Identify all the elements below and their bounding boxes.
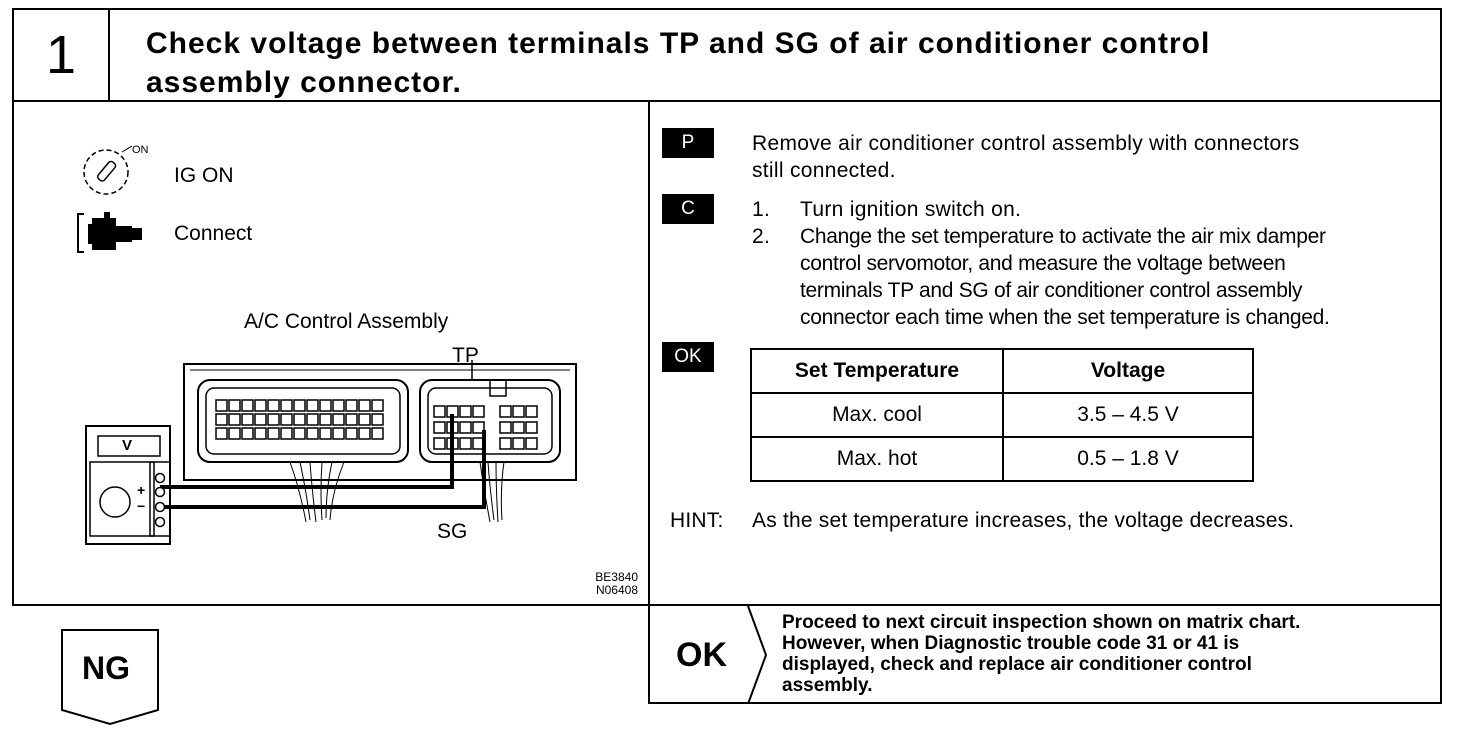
connector-diagram bbox=[85, 360, 577, 545]
hint-text: As the set temperature increases, the vo… bbox=[752, 509, 1295, 532]
table-cell-temperature: Max. hot bbox=[750, 436, 1004, 482]
header-set-temperature: Set Temperature bbox=[750, 348, 1004, 394]
table-row: Max. cool 3.5 – 4.5 V bbox=[750, 392, 1254, 438]
preparation-text: Remove air conditioner control assembly … bbox=[752, 130, 1432, 184]
step-body bbox=[12, 102, 1442, 606]
ok-result-line-1: Proceed to next circuit inspection shown… bbox=[782, 612, 1301, 633]
ignition-label: IG ON bbox=[174, 164, 234, 187]
figure-code-2: N06408 bbox=[595, 583, 638, 597]
step-header: 1 Check voltage between terminals TP and… bbox=[12, 8, 1442, 102]
check-step-1: 1. Turn ignition switch on. bbox=[752, 196, 1432, 223]
header-voltage: Voltage bbox=[1002, 348, 1254, 394]
ok-result-line-3: displayed, check and replace air conditi… bbox=[782, 654, 1252, 675]
check-step-2-line-3: terminals TP and SG of air conditioner c… bbox=[800, 279, 1303, 302]
ok-result-arrow bbox=[747, 606, 768, 704]
ng-result-arrow-box bbox=[61, 629, 159, 726]
connector-icon bbox=[77, 212, 142, 253]
check-step-2: 2. Change the set temperature to activat… bbox=[752, 223, 1432, 331]
step-title: Check voltage between terminals TP and S… bbox=[146, 24, 1406, 102]
ok-tag: OK bbox=[662, 342, 714, 372]
ok-result-label: OK bbox=[676, 636, 727, 674]
table-cell-temperature: Max. cool bbox=[750, 392, 1004, 438]
preparation-line-1: Remove air conditioner control assembly … bbox=[752, 132, 1300, 155]
panel-divider bbox=[648, 102, 650, 606]
connect-label: Connect bbox=[174, 222, 253, 245]
figure-code-1: BE3840 bbox=[595, 570, 638, 584]
preparation-tag: P bbox=[662, 128, 714, 158]
check-step-1-text: Turn ignition switch on. bbox=[800, 198, 1022, 221]
meter-plus-label: + bbox=[137, 482, 146, 498]
meter-minus-label: − bbox=[137, 498, 146, 514]
table-cell-voltage: 3.5 – 4.5 V bbox=[1002, 392, 1254, 438]
voltage-table: Set Temperature Voltage Max. cool 3.5 – … bbox=[750, 348, 1254, 482]
ng-result-label: NG bbox=[82, 650, 130, 686]
ok-result-line-2: However, when Diagnostic trouble code 31… bbox=[782, 633, 1240, 654]
check-step-2-num: 2. bbox=[752, 225, 771, 248]
figure-code: BE3840 N06408 bbox=[560, 571, 638, 597]
ignition-key-icon bbox=[83, 145, 133, 195]
ok-result-text: Proceed to next circuit inspection shown… bbox=[782, 612, 1442, 696]
ok-result-line-4: assembly. bbox=[782, 675, 873, 696]
check-step-1-num: 1. bbox=[752, 198, 771, 221]
preparation-line-2: still connected. bbox=[752, 159, 896, 182]
sg-terminal-label: SG bbox=[437, 520, 468, 543]
step-title-line-1: Check voltage between terminals TP and S… bbox=[146, 27, 1211, 60]
voltage-table-header: Set Temperature Voltage bbox=[750, 348, 1254, 394]
check-step-2-line-1: Change the set temperature to activate t… bbox=[800, 225, 1326, 248]
check-steps: 1. Turn ignition switch on. 2. Change th… bbox=[752, 196, 1432, 331]
table-cell-voltage: 0.5 – 1.8 V bbox=[1002, 436, 1254, 482]
ok-result-box: OK Proceed to next circuit inspection sh… bbox=[648, 606, 1442, 704]
step-number: 1 bbox=[14, 10, 110, 100]
assembly-label: A/C Control Assembly bbox=[244, 310, 449, 333]
check-step-2-line-4: connector each time when the set tempera… bbox=[800, 306, 1330, 329]
ignition-on-small-label: ON bbox=[132, 144, 149, 156]
step-title-line-2: assembly connector. bbox=[146, 66, 462, 99]
check-step-2-line-2: control servomotor, and measure the volt… bbox=[800, 252, 1286, 275]
check-step-2-text: Change the set temperature to activate t… bbox=[800, 223, 1330, 331]
check-tag: C bbox=[662, 194, 714, 224]
table-row: Max. hot 0.5 – 1.8 V bbox=[750, 436, 1254, 482]
hint-label: HINT: bbox=[670, 509, 724, 532]
meter-display-label: V bbox=[122, 437, 133, 454]
